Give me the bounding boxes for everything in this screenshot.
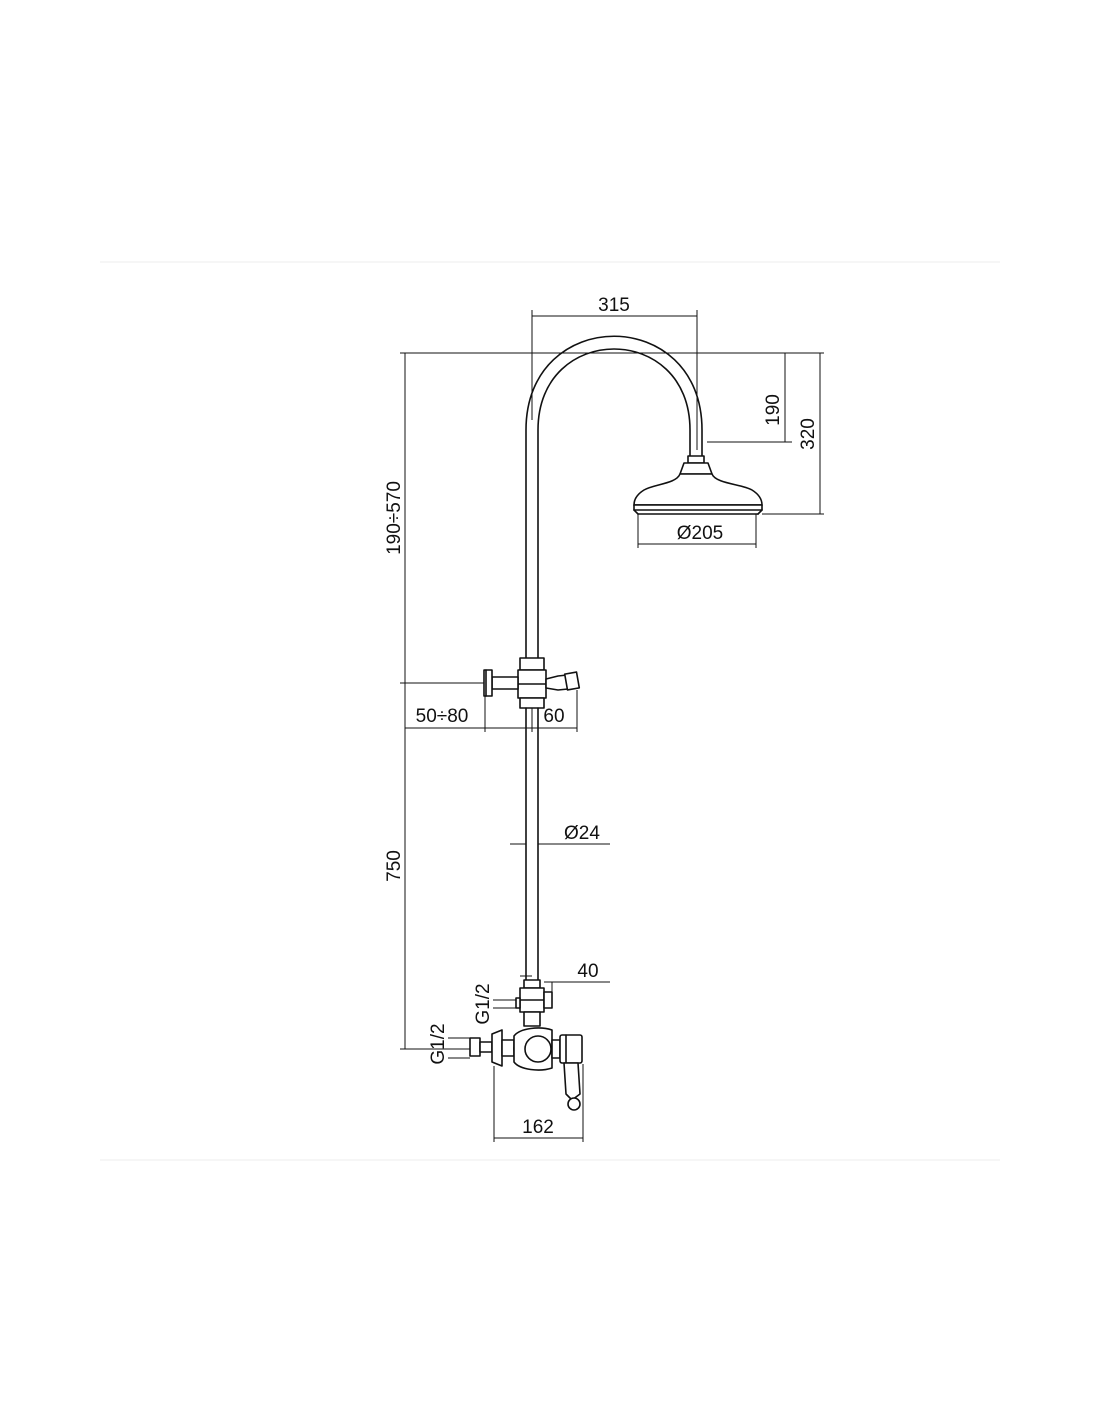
drawing-frame [100,261,1000,1161]
shower-head [633,455,763,515]
label-upper-connection: G1/2 [473,983,494,1024]
label-mixer-width: 162 [522,1117,554,1138]
gooseneck-arm-inner [537,348,691,661]
riser-pipe [525,707,539,989]
label-column-height: 750 [384,850,405,882]
label-lower-connection: G1/2 [428,1023,449,1064]
label-adjustable-height: 190÷570 [384,481,405,555]
dimension-lines [400,310,824,1142]
label-bracket-depth: 60 [543,706,564,727]
label-head-diameter: Ø205 [677,523,723,544]
label-bracket-offset: 50÷80 [416,706,469,727]
shower-column-outline [469,335,763,1111]
label-mixer-outlet-offset: 40 [577,961,598,982]
mixer-body [469,1027,583,1111]
label-arm-reach: 315 [598,295,630,316]
upper-connector [515,979,553,1027]
label-arm-rise: 190 [763,394,784,426]
label-head-drop: 320 [798,418,819,450]
wall-bracket [483,657,581,709]
dimension-labels: 315 190 320 Ø205 190÷570 50÷80 60 Ø24 75… [384,295,819,1138]
label-pipe-diameter: Ø24 [564,823,600,844]
